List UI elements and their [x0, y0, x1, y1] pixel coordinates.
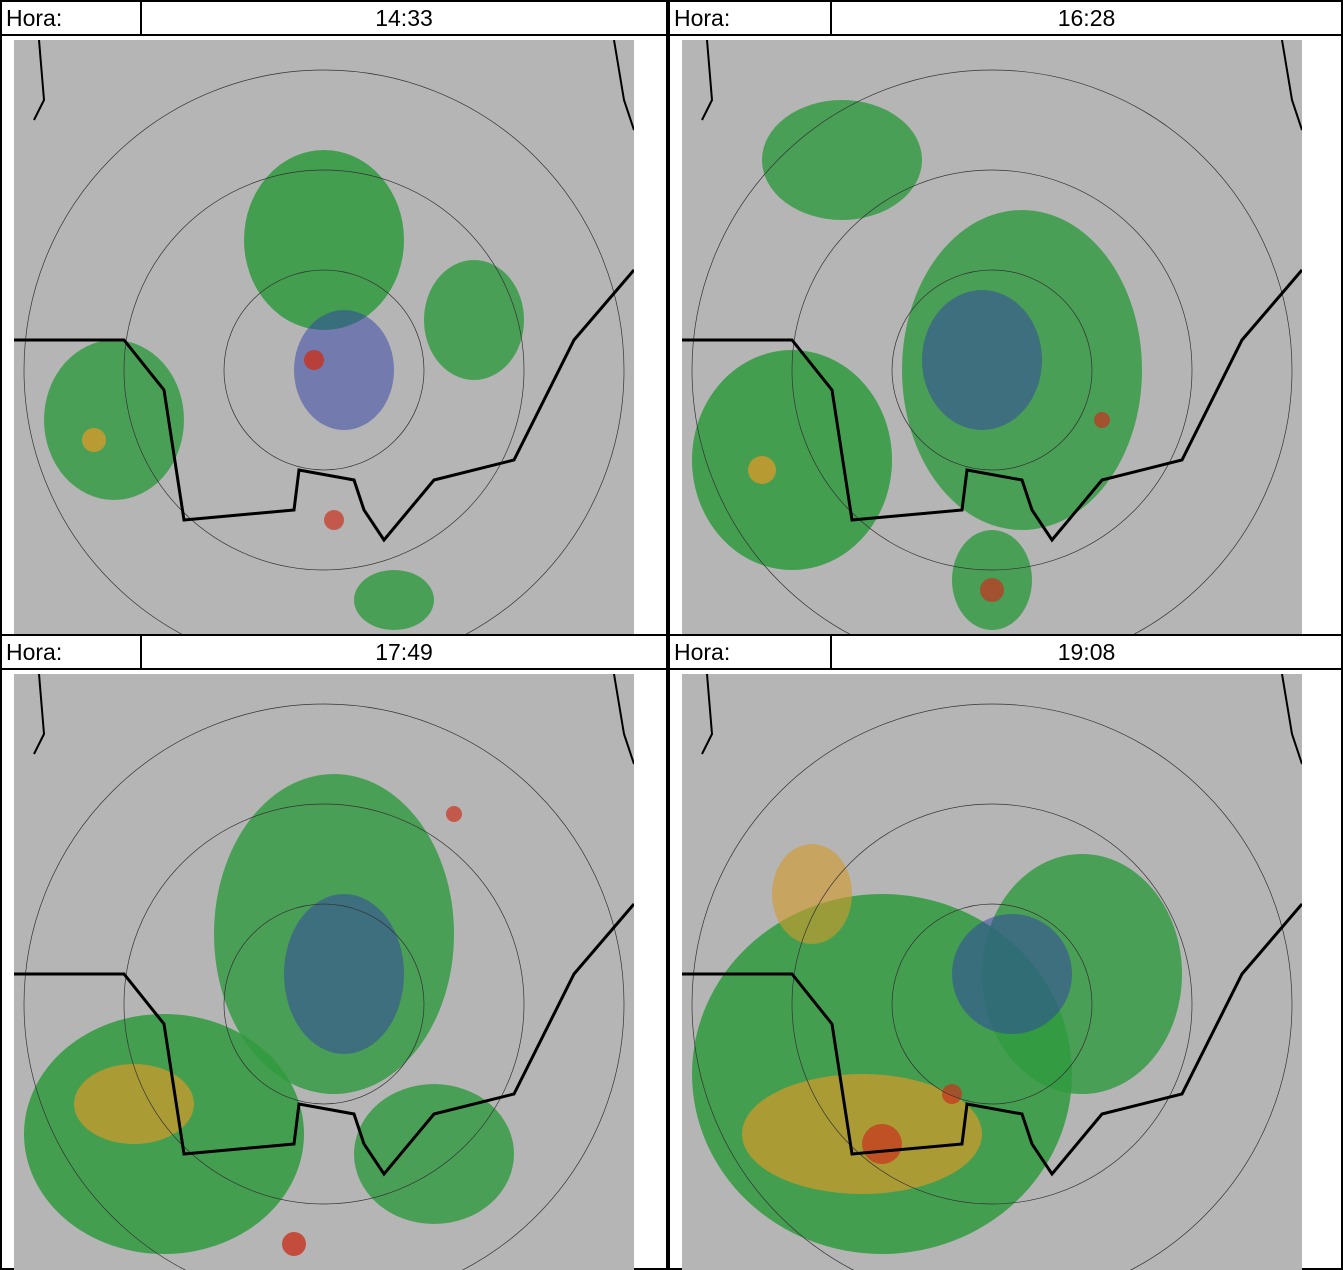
radar-map	[668, 36, 1343, 636]
range-rings	[691, 69, 1293, 636]
radar-panel-2: Hora: 16:28	[668, 0, 1343, 636]
radar-map	[0, 36, 668, 636]
panel-header: Hora: 16:28	[668, 0, 1343, 36]
precip-echoes	[24, 774, 514, 1256]
coast-line	[701, 674, 714, 755]
boundary-line	[14, 269, 634, 543]
hour-label: Hora:	[670, 2, 832, 34]
panel-header: Hora: 14:33	[0, 0, 668, 36]
radar-image	[14, 674, 634, 1270]
precip-echoes	[692, 844, 1182, 1254]
radar-panel-4: Hora: 19:08	[668, 634, 1343, 1270]
range-rings	[691, 703, 1293, 1270]
boundary-line	[14, 903, 634, 1177]
precip-echoes	[692, 100, 1142, 630]
hour-label: Hora:	[2, 2, 142, 34]
radar-map	[0, 670, 668, 1270]
panel-header: Hora: 19:08	[668, 634, 1343, 670]
hour-value: 14:33	[375, 5, 433, 31]
coast-line	[33, 40, 46, 121]
coast-line	[701, 40, 714, 121]
range-rings	[23, 69, 625, 636]
hour-value: 16:28	[1057, 5, 1116, 31]
coast-line	[33, 674, 46, 755]
hour-value: 17:49	[375, 639, 433, 665]
radar-image	[682, 674, 1302, 1270]
radar-image	[14, 40, 634, 636]
boundary-line	[682, 903, 1302, 1177]
hour-label: Hora:	[2, 636, 142, 668]
boundary-line	[682, 269, 1302, 543]
hour-value: 19:08	[1057, 639, 1116, 665]
panel-header: Hora: 17:49	[0, 634, 668, 670]
range-rings	[23, 703, 625, 1270]
precip-echoes	[44, 150, 524, 630]
radar-image	[682, 40, 1302, 636]
radar-map	[668, 670, 1343, 1270]
radar-panel-3: Hora: 17:49	[0, 634, 668, 1270]
hour-label: Hora:	[670, 636, 832, 668]
radar-panel-1: Hora: 14:33	[0, 0, 668, 636]
